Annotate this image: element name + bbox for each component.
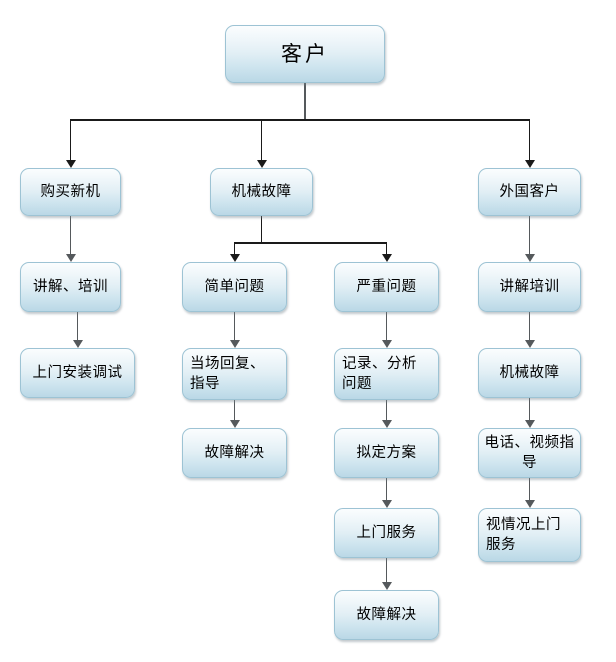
flow-node-label: 客户 bbox=[281, 42, 329, 66]
connector-root-bus bbox=[69, 119, 531, 121]
flow-node-train1[interactable]: 讲解、培训 bbox=[20, 262, 121, 312]
arrow-onsite_reply-to-solved1 bbox=[229, 420, 240, 428]
arrow-train1-to-install bbox=[72, 340, 83, 348]
connector-onsite_reply-to-solved1 bbox=[233, 400, 236, 421]
arrow-record-to-plan bbox=[381, 420, 392, 428]
arrow-severe-to-record bbox=[381, 340, 392, 348]
flow-node-label: 故障解决 bbox=[356, 607, 417, 623]
flow-node-label: 记录、分析问题 bbox=[342, 356, 417, 392]
arrow-foreign-to-train2 bbox=[524, 254, 535, 262]
arrow-root-to-buy bbox=[65, 160, 76, 168]
flow-node-phone[interactable]: 电话、视频指导 bbox=[478, 428, 581, 478]
flow-node-label: 讲解培训 bbox=[499, 279, 560, 295]
arrow-fault2-to-phone bbox=[524, 420, 535, 428]
flow-node-root[interactable]: 客户 bbox=[225, 25, 385, 83]
flow-node-label: 严重问题 bbox=[356, 279, 417, 295]
flow-node-solved2[interactable]: 故障解决 bbox=[334, 590, 439, 640]
connector-root-to-fault bbox=[260, 119, 263, 161]
arrow-simple-to-onsite_reply bbox=[229, 340, 240, 348]
flow-node-onsite_reply[interactable]: 当场回复、指导 bbox=[182, 348, 287, 400]
arrow-fault-to-simple bbox=[229, 254, 240, 262]
connector-record-to-plan bbox=[385, 400, 388, 421]
connector-plan-to-visit bbox=[385, 478, 388, 501]
flow-node-solved1[interactable]: 故障解决 bbox=[182, 428, 287, 478]
flow-node-fault[interactable]: 机械故障 bbox=[210, 168, 313, 216]
connector-root-to-foreign bbox=[528, 119, 531, 161]
arrow-fault-to-severe bbox=[381, 254, 392, 262]
arrow-plan-to-visit bbox=[381, 500, 392, 508]
connector-buy-to-train1 bbox=[69, 216, 72, 255]
connector-foreign-to-train2 bbox=[528, 216, 531, 255]
flow-node-label: 外国客户 bbox=[499, 184, 560, 200]
arrow-buy-to-train1 bbox=[65, 254, 76, 262]
flow-node-record[interactable]: 记录、分析问题 bbox=[334, 348, 439, 400]
flow-node-label: 故障解决 bbox=[204, 445, 265, 461]
connector-root-to-buy bbox=[69, 119, 72, 161]
flow-node-label: 机械故障 bbox=[231, 184, 292, 200]
flow-node-foreign[interactable]: 外国客户 bbox=[478, 168, 581, 216]
flow-node-buy[interactable]: 购买新机 bbox=[20, 168, 121, 216]
arrow-root-to-foreign bbox=[524, 160, 535, 168]
flow-node-severe[interactable]: 严重问题 bbox=[334, 262, 439, 312]
flow-node-label: 电话、视频指导 bbox=[484, 435, 575, 471]
flow-node-simple[interactable]: 简单问题 bbox=[182, 262, 287, 312]
connector-fault-stem bbox=[260, 216, 263, 242]
arrow-root-to-fault bbox=[256, 160, 267, 168]
arrow-phone-to-visit_cond bbox=[524, 500, 535, 508]
flow-node-label: 简单问题 bbox=[204, 279, 265, 295]
connector-fault-bus bbox=[233, 242, 388, 244]
flow-node-train2[interactable]: 讲解培训 bbox=[478, 262, 581, 312]
flow-node-label: 上门服务 bbox=[356, 525, 417, 541]
flow-node-fault2[interactable]: 机械故障 bbox=[478, 348, 581, 398]
flow-node-label: 拟定方案 bbox=[356, 445, 417, 461]
flow-node-label: 上门安装调试 bbox=[32, 365, 123, 381]
flow-node-visit_cond[interactable]: 视情况上门服务 bbox=[478, 508, 581, 562]
flow-node-visit[interactable]: 上门服务 bbox=[334, 508, 439, 558]
connector-simple-to-onsite_reply bbox=[233, 312, 236, 341]
flow-node-label: 购买新机 bbox=[40, 184, 101, 200]
flow-node-label: 当场回复、指导 bbox=[190, 356, 265, 392]
flow-node-plan[interactable]: 拟定方案 bbox=[334, 428, 439, 478]
connector-fault-to-severe bbox=[385, 242, 388, 255]
connector-fault-to-simple bbox=[233, 242, 236, 255]
connector-fault2-to-phone bbox=[528, 398, 531, 421]
connector-visit-to-solved2 bbox=[385, 558, 388, 583]
connector-phone-to-visit_cond bbox=[528, 478, 531, 501]
arrow-train2-to-fault2 bbox=[524, 340, 535, 348]
connector-severe-to-record bbox=[385, 312, 388, 341]
flow-node-label: 讲解、培训 bbox=[33, 279, 108, 295]
flow-node-install[interactable]: 上门安装调试 bbox=[20, 348, 135, 398]
connector-train2-to-fault2 bbox=[528, 312, 531, 341]
flow-node-label: 视情况上门服务 bbox=[486, 517, 561, 553]
flow-node-label: 机械故障 bbox=[499, 365, 560, 381]
connector-root-stem bbox=[304, 83, 306, 119]
arrow-visit-to-solved2 bbox=[381, 582, 392, 590]
connector-train1-to-install bbox=[76, 312, 79, 341]
